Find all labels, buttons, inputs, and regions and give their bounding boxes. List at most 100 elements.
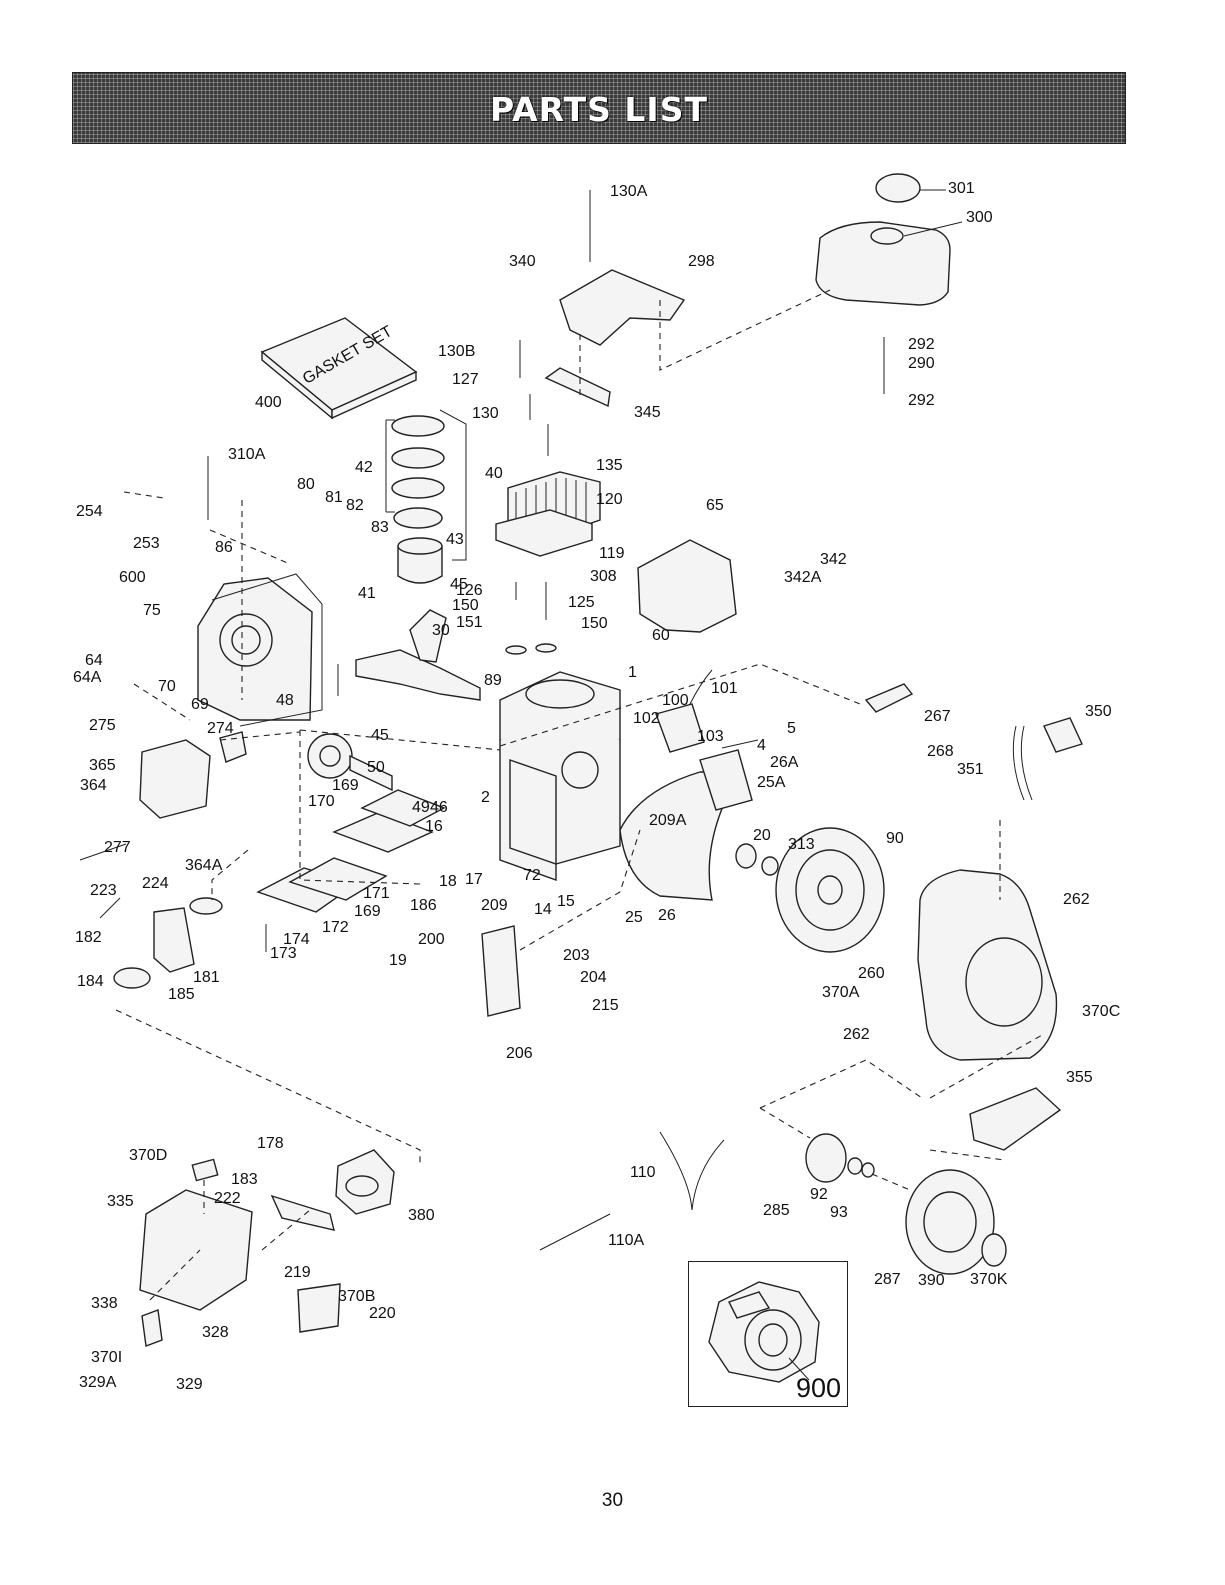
callout-125: 125	[568, 594, 595, 611]
callout-206: 206	[506, 1045, 533, 1062]
callout-262: 262	[1063, 891, 1090, 908]
callout-290: 290	[908, 355, 935, 372]
callout-83: 83	[371, 519, 389, 536]
ignition-coil	[655, 669, 713, 753]
callout-275: 275	[89, 717, 116, 734]
callout-292: 292	[908, 392, 935, 409]
callout-65: 65	[706, 497, 724, 514]
callout-42: 42	[355, 459, 373, 476]
callout-370c: 370C	[1082, 1003, 1120, 1020]
callout-18: 18	[439, 873, 457, 890]
callout-130: 130	[472, 405, 499, 422]
callout-92: 92	[810, 1186, 828, 1203]
callout-1: 1	[628, 664, 637, 681]
callout-110a: 110A	[608, 1232, 645, 1249]
callout-253: 253	[133, 535, 160, 552]
callout-174: 174	[283, 931, 310, 948]
callout-308: 308	[590, 568, 617, 585]
callout-301: 301	[948, 180, 975, 197]
callout-355: 355	[1066, 1069, 1093, 1086]
cylinder-head	[495, 471, 601, 557]
crankshaft	[355, 609, 481, 701]
callout-209: 209	[481, 897, 508, 914]
callout-370k: 370K	[970, 1271, 1008, 1288]
callout-26: 26	[658, 907, 676, 924]
callout-60: 60	[652, 627, 670, 644]
callout-130b: 130B	[438, 343, 475, 360]
callout-130a: 130A	[610, 183, 648, 200]
carburetor	[335, 1149, 395, 1215]
callout-400: 400	[255, 394, 282, 411]
callout-120: 120	[596, 491, 623, 508]
callout-30: 30	[432, 622, 450, 639]
callout-329a: 329A	[79, 1374, 117, 1391]
flywheel	[735, 827, 885, 953]
control-panel-housing	[139, 1158, 341, 1347]
callout-90: 90	[886, 830, 904, 847]
callout-50: 50	[367, 759, 385, 776]
callout-222: 222	[214, 1190, 241, 1207]
wiring-harness	[539, 1131, 725, 1251]
callout-14: 14	[534, 901, 552, 918]
callout-200: 200	[418, 931, 445, 948]
callout-287: 287	[874, 1271, 901, 1288]
callout-364a: 364A	[185, 857, 223, 874]
callout-351: 351	[957, 761, 984, 778]
callout-86: 86	[215, 539, 233, 556]
callout-64a: 64A	[73, 669, 102, 686]
crankcase-cover	[197, 573, 323, 727]
callout-16: 16	[425, 818, 443, 835]
page-number: 30	[601, 1490, 624, 1511]
engine-block	[499, 671, 621, 881]
callout-183: 183	[231, 1171, 258, 1188]
callout-600: 600	[119, 569, 146, 586]
callout-184: 184	[77, 973, 104, 990]
assembly-guide-lines	[115, 289, 1045, 1301]
callout-328: 328	[202, 1324, 229, 1341]
callout-300: 300	[966, 209, 993, 226]
page-title: PARTS LIST	[490, 90, 708, 129]
engine-illustration	[708, 1281, 820, 1383]
callout-40: 40	[485, 465, 503, 482]
callout-215: 215	[592, 997, 619, 1014]
inset-callout: 900	[795, 1373, 841, 1403]
callout-70: 70	[158, 678, 176, 695]
callout-370b: 370B	[338, 1288, 375, 1305]
callout-172: 172	[322, 919, 349, 936]
callout-25a: 25A	[757, 774, 786, 791]
callout-310a: 310A	[228, 446, 266, 463]
callout-345: 345	[634, 404, 661, 421]
callout-370i: 370I	[91, 1349, 122, 1366]
callout-4: 4	[757, 737, 766, 754]
callout-185: 185	[168, 986, 195, 1003]
callout-365: 365	[89, 757, 116, 774]
callout-17: 17	[465, 871, 483, 888]
governor-linkage	[481, 539, 737, 1017]
callout-204: 204	[580, 969, 607, 986]
gasket-set-box: GASKET SET	[260, 317, 418, 420]
callout-209a: 209A	[649, 812, 687, 829]
callout-186: 186	[410, 897, 437, 914]
callout-220: 220	[369, 1305, 396, 1322]
flywheel-shroud	[619, 749, 753, 901]
callout-81: 81	[325, 489, 343, 506]
callout-181: 181	[193, 969, 220, 986]
callout-20: 20	[753, 827, 771, 844]
callout-219: 219	[284, 1264, 311, 1281]
callout-151: 151	[456, 614, 483, 631]
callout-93: 93	[830, 1204, 848, 1221]
intake-plates	[113, 789, 446, 989]
callout-254: 254	[76, 503, 103, 520]
callout-342: 342	[820, 551, 847, 568]
callout-173: 173	[270, 945, 297, 962]
callout-2: 2	[481, 789, 490, 806]
callout-329: 329	[176, 1376, 203, 1393]
callout-260: 260	[858, 965, 885, 982]
muffler	[139, 731, 247, 819]
blower-housing-cover	[544, 269, 686, 408]
parts-list-banner: PARTS LIST	[72, 72, 1126, 144]
callout-150: 150	[581, 615, 608, 632]
callout-110: 110	[630, 1164, 656, 1181]
